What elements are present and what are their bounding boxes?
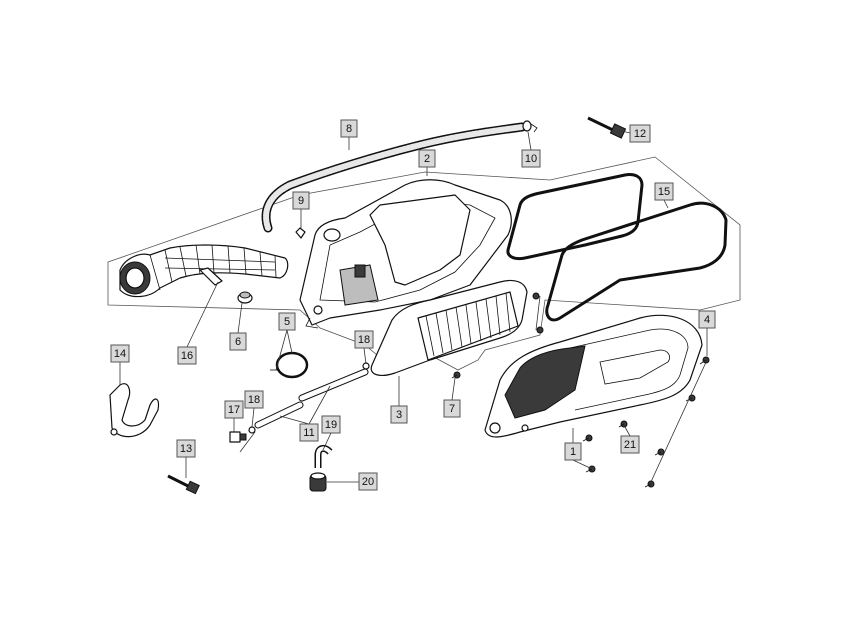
callout-4: 4 xyxy=(698,310,716,329)
callout-15: 15 xyxy=(654,182,674,201)
intake-duct xyxy=(119,244,289,298)
callout-7: 7 xyxy=(443,399,461,418)
svg-text:8: 8 xyxy=(346,123,352,135)
callout-13: 13 xyxy=(176,439,196,458)
callout-16: 16 xyxy=(177,346,197,365)
callout-10: 10 xyxy=(521,149,541,168)
svg-text:17: 17 xyxy=(228,404,240,416)
svg-text:19: 19 xyxy=(325,419,337,431)
grommet xyxy=(237,291,253,304)
callout-1: 1 xyxy=(564,442,582,461)
svg-text:18: 18 xyxy=(358,334,370,346)
small-clamp xyxy=(295,227,306,239)
drain-plug xyxy=(229,431,247,443)
svg-text:7: 7 xyxy=(449,403,455,415)
svg-text:18: 18 xyxy=(248,394,260,406)
svg-text:21: 21 xyxy=(624,439,636,451)
svg-text:16: 16 xyxy=(181,350,193,362)
callout-18a: 18 xyxy=(354,330,374,349)
callout-21: 21 xyxy=(620,435,640,454)
svg-text:10: 10 xyxy=(525,153,537,165)
callout-20: 20 xyxy=(358,472,378,491)
svg-text:3: 3 xyxy=(396,409,402,421)
callout-14: 14 xyxy=(110,344,130,363)
assembly-outline xyxy=(107,156,741,371)
svg-text:4: 4 xyxy=(704,314,710,326)
callout-19: 19 xyxy=(321,415,341,434)
callout-11: 11 xyxy=(299,423,319,442)
air-cleaner-case xyxy=(299,179,512,329)
bolt-13 xyxy=(167,474,200,495)
svg-text:5: 5 xyxy=(284,316,290,328)
svg-text:14: 14 xyxy=(114,348,126,360)
air-filter-element xyxy=(370,279,528,376)
svg-text:9: 9 xyxy=(298,195,304,207)
cover-screws xyxy=(451,292,710,488)
callout-3: 3 xyxy=(390,405,408,424)
bracket xyxy=(109,383,160,438)
callout-18b: 18 xyxy=(244,390,264,409)
svg-text:6: 6 xyxy=(235,336,241,348)
svg-text:1: 1 xyxy=(570,446,576,458)
air-cleaner-cover xyxy=(484,314,703,438)
breather-hose xyxy=(261,122,527,233)
svg-text:15: 15 xyxy=(658,186,670,198)
callout-8: 8 xyxy=(340,119,358,138)
callout-17: 17 xyxy=(224,400,244,419)
callout-9: 9 xyxy=(292,191,310,210)
hose-clip xyxy=(522,120,538,133)
callout-6: 6 xyxy=(229,332,247,351)
callout-5: 5 xyxy=(278,312,296,331)
drain-cap xyxy=(309,472,327,492)
drain-tubes xyxy=(254,368,369,429)
bolt-12 xyxy=(587,116,627,139)
callout-2: 2 xyxy=(418,149,436,168)
leader-lines xyxy=(119,130,708,485)
clip-18b xyxy=(248,426,256,434)
svg-text:13: 13 xyxy=(180,443,192,455)
svg-text:12: 12 xyxy=(634,128,646,140)
hose-clamp xyxy=(270,351,309,379)
svg-text:2: 2 xyxy=(424,153,430,165)
callout-12: 12 xyxy=(629,124,651,143)
gasket xyxy=(506,173,728,322)
svg-text:11: 11 xyxy=(303,427,314,439)
svg-text:20: 20 xyxy=(362,476,374,488)
